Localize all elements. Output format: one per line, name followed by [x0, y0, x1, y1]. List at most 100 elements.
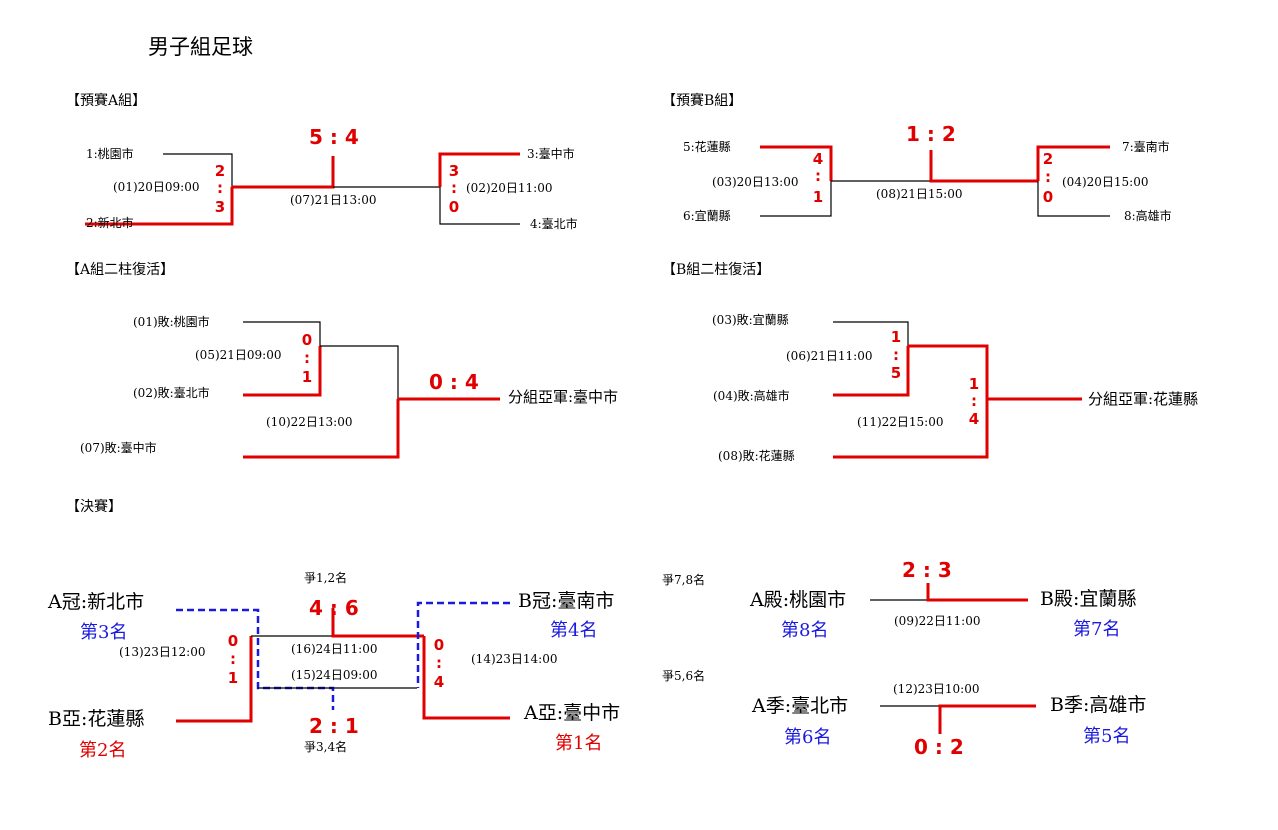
section-prelim-b: 【預賽B組】 [662, 93, 743, 109]
group-runner-up: 分組亞軍:臺中市 [508, 388, 619, 406]
line-b-7 [1036, 145, 1110, 181]
line-a-2 [85, 187, 234, 226]
rank-label: 第6名 [784, 727, 832, 748]
match-purpose-label: 爭1,2名 [304, 571, 348, 585]
score-final: 2 : 3 [902, 558, 952, 582]
score-digit: 3 [214, 198, 226, 216]
line-f-w16 [331, 608, 424, 638]
group-runner-up: 分組亞軍:花蓮縣 [1088, 390, 1199, 408]
line-ra-2 [243, 346, 322, 397]
line-rb-3 [833, 399, 989, 459]
line-b-6 [760, 181, 832, 217]
score-digit: 1 [301, 368, 313, 386]
finalist-label: B殿:宜蘭縣 [1040, 588, 1137, 610]
score-colon: : [815, 167, 821, 185]
score-colon: : [217, 179, 223, 197]
page-title: 男子組足球 [148, 35, 253, 59]
team-label: 4:臺北市 [530, 217, 578, 231]
finalist-label: A亞:臺中市 [524, 702, 621, 724]
score-final: 1 : 2 [906, 122, 956, 146]
match-label: (08)21日15:00 [876, 187, 963, 201]
match-label: (13)23日12:00 [119, 645, 206, 659]
match-label: (11)22日15:00 [857, 415, 944, 429]
score-colon: : [1045, 168, 1051, 186]
rank-label: 第5名 [1083, 726, 1131, 747]
match-label: (03)20日13:00 [712, 175, 799, 189]
line-a-4 [439, 187, 520, 225]
finalist-label: B季:高雄市 [1050, 694, 1147, 716]
match-purpose-label: 爭3,4名 [304, 740, 348, 754]
match-label: (12)23日10:00 [893, 682, 980, 696]
match-label: (06)21日11:00 [786, 349, 873, 363]
line-f-brunner [176, 636, 253, 723]
line-rb-w06 [908, 344, 989, 399]
team-label: 3:臺中市 [527, 147, 575, 161]
score-colon: : [451, 179, 457, 197]
team-label: 1:桃園市 [86, 147, 134, 161]
team-label: 5:花蓮縣 [683, 140, 731, 154]
section-repechage-a: 【A組二柱復活】 [66, 262, 175, 278]
team-label: 8:高雄市 [1124, 209, 1172, 223]
line-78-right [926, 583, 1028, 602]
line-56-right [938, 704, 1036, 734]
rank-label: 第2名 [79, 740, 127, 761]
team-label: (07)敗:臺中市 [80, 441, 157, 455]
score-digit: 0 [448, 198, 460, 216]
rank-label: 第4名 [550, 620, 598, 641]
score-digit: 4 [433, 673, 445, 691]
finalist-label: A季:臺北市 [752, 695, 849, 717]
match-purpose-label: 爭5,6名 [662, 669, 706, 683]
line-f-achamp [176, 608, 335, 710]
team-label: (01)敗:桃園市 [133, 315, 210, 329]
score-digit: 0 [301, 331, 313, 349]
score-digit: 0 [227, 632, 239, 650]
match-label: (09)22日11:00 [894, 614, 981, 628]
match-label: (05)21日09:00 [195, 348, 282, 362]
score-digit: 2 [214, 162, 226, 180]
score-digit: 3 [448, 162, 460, 180]
score-colon: : [436, 654, 442, 672]
score-digit: 0 [1042, 188, 1054, 206]
score-colon: : [971, 392, 977, 410]
score-digit: 1 [890, 328, 902, 346]
team-label: 6:宜蘭縣 [683, 209, 731, 223]
match-label: (14)23日14:00 [471, 652, 558, 666]
rank-label: 第8名 [781, 620, 829, 641]
match-label: (07)21日13:00 [290, 193, 377, 207]
line-a-1 [163, 153, 233, 187]
score-final: 2 : 1 [309, 714, 359, 738]
score-digit: 1 [227, 669, 239, 687]
match-purpose-label: 爭7,8名 [662, 573, 706, 587]
match-label: (10)22日13:00 [266, 415, 353, 429]
team-label: (02)敗:臺北市 [133, 386, 210, 400]
team-label: 2:新北市 [86, 216, 134, 230]
team-label: (08)敗:花蓮縣 [718, 449, 795, 463]
line-rb-2 [833, 346, 910, 397]
score-digit: 2 [1042, 150, 1054, 168]
score-digit: 5 [890, 364, 902, 382]
line-b-5 [760, 145, 833, 181]
finalist-label: B冠:臺南市 [518, 590, 615, 612]
line-ra-1 [243, 321, 321, 346]
rank-label: 第7名 [1073, 619, 1121, 640]
score-final: 0 : 2 [914, 735, 964, 759]
line-b-w04 [929, 150, 1038, 183]
line-rb-1 [833, 321, 909, 346]
line-ra-w05 [320, 345, 399, 399]
team-label: (03)敗:宜蘭縣 [712, 313, 789, 327]
team-label: 7:臺南市 [1122, 140, 1170, 154]
score-colon: : [893, 346, 899, 364]
score-digit: 1 [968, 375, 980, 393]
section-finals: 【決賽】 [66, 499, 122, 515]
line-a-3 [438, 152, 520, 187]
score-final: 0 : 4 [429, 370, 479, 394]
line-f-bchamp [416, 601, 510, 688]
section-prelim-a: 【預賽A組】 [66, 93, 147, 109]
score-digit: 1 [812, 188, 824, 206]
team-label: (04)敗:高雄市 [713, 389, 790, 403]
finalist-label: A冠:新北市 [48, 591, 145, 613]
finalist-label: A殿:桃園市 [750, 589, 847, 611]
match-label: (04)20日15:00 [1062, 175, 1149, 189]
score-final: 4 : 6 [309, 596, 359, 620]
